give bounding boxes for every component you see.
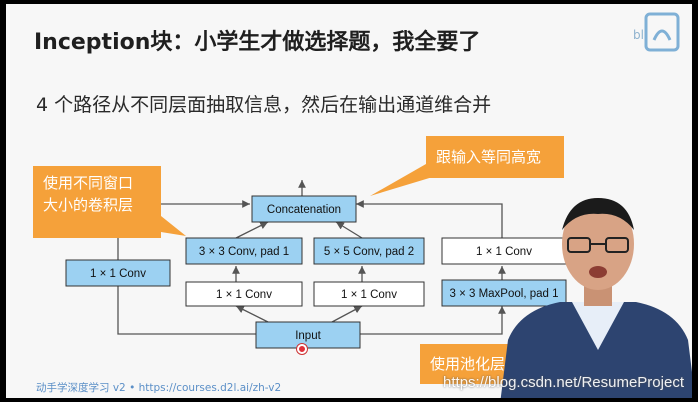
- callout-left-pointer: [161, 216, 186, 236]
- path3-conv1-box: 1 × 1 Conv: [313, 281, 425, 307]
- slide-title: Inception块：小学生才做选择题，我全要了: [34, 30, 481, 55]
- svg-text:3 × 3 Conv, pad 1: 3 × 3 Conv, pad 1: [199, 246, 289, 258]
- svg-text:Input: Input: [295, 330, 321, 342]
- svg-text:1 × 1 Conv: 1 × 1 Conv: [216, 289, 272, 301]
- callout-right-text: 跟输入等同高宽: [436, 148, 542, 166]
- concat-box: Concatenation: [251, 195, 357, 223]
- callout-conv-windows: 使用不同窗口 大小的卷积层: [33, 166, 161, 238]
- slide-subtitle: 4 个路径从不同层面抽取信息，然后在输出通道维合并: [36, 94, 492, 116]
- watermark: https://blog.csdn.net/ResumeProject: [443, 374, 684, 391]
- slide-frame: Inception块：小学生才做选择题，我全要了 4 个路径从不同层面抽取信息，…: [6, 4, 692, 398]
- course-footer: 动手学深度学习 v2 • https://courses.d2l.ai/zh-v…: [36, 382, 282, 394]
- path4-conv1-box: 1 × 1 Conv: [441, 237, 567, 265]
- path1-conv-box: 1 × 1 Conv: [65, 259, 171, 287]
- inception-diagram: Concatenation 1 × 1 Conv 3 × 3 Conv, pad…: [65, 164, 567, 349]
- logo-text: bl: [633, 28, 644, 42]
- callout-right-pointer: [370, 164, 436, 196]
- svg-text:1 × 1 Conv: 1 × 1 Conv: [476, 246, 532, 258]
- presenter-video: [500, 198, 692, 398]
- path2-conv3-box: 3 × 3 Conv, pad 1: [185, 237, 303, 265]
- callout-bottom-text: 使用池化层: [430, 355, 506, 373]
- path2-conv1-box: 1 × 1 Conv: [185, 281, 303, 307]
- input-box: Input: [255, 321, 361, 349]
- mouse-pointer: [297, 344, 307, 354]
- callout-left-text: 使用不同窗口 大小的卷积层: [43, 174, 134, 214]
- d2l-logo-icon: [644, 12, 680, 52]
- svg-text:5 × 5 Conv, pad 2: 5 × 5 Conv, pad 2: [324, 246, 414, 258]
- svg-text:1 × 1 Conv: 1 × 1 Conv: [341, 289, 397, 301]
- svg-text:Concatenation: Concatenation: [267, 204, 341, 216]
- path3-conv5-box: 5 × 5 Conv, pad 2: [313, 237, 425, 265]
- path4-pool-box: 3 × 3 MaxPool, pad 1: [441, 279, 567, 307]
- svg-text:3 × 3 MaxPool, pad 1: 3 × 3 MaxPool, pad 1: [449, 288, 558, 300]
- callout-same-size: 跟输入等同高宽: [426, 136, 564, 178]
- svg-text:1 × 1 Conv: 1 × 1 Conv: [90, 268, 146, 280]
